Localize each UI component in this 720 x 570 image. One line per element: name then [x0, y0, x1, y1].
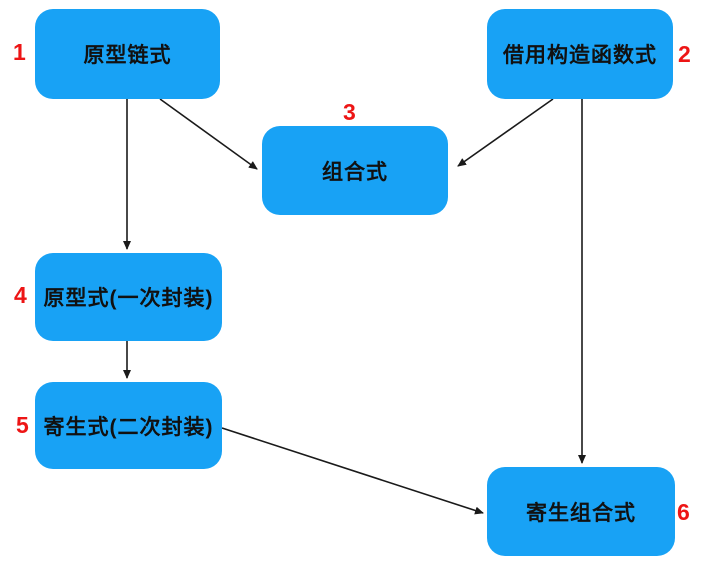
- node-composite: 组合式: [262, 126, 448, 215]
- edge-parasitic-to-parasitic-composite: [221, 427, 484, 515]
- node-number-2: 2: [678, 41, 691, 67]
- node-number-3: 3: [343, 99, 356, 125]
- node-number-4: 4: [14, 282, 27, 308]
- node-parasitic: 寄生式(二次封装): [35, 382, 222, 469]
- edge-prototype-chain-to-composite: [159, 98, 258, 170]
- node-prototype-chain: 原型链式: [35, 9, 220, 99]
- node-parasitic-composite: 寄生组合式: [487, 467, 675, 556]
- node-number-5: 5: [16, 412, 29, 438]
- node-number-1: 1: [13, 39, 26, 65]
- node-number-6: 6: [677, 499, 690, 525]
- node-prototypal: 原型式(一次封装): [35, 253, 222, 341]
- node-borrowed-constructor: 借用构造函数式: [487, 9, 673, 99]
- edge-borrowed-constructor-to-composite: [457, 98, 554, 167]
